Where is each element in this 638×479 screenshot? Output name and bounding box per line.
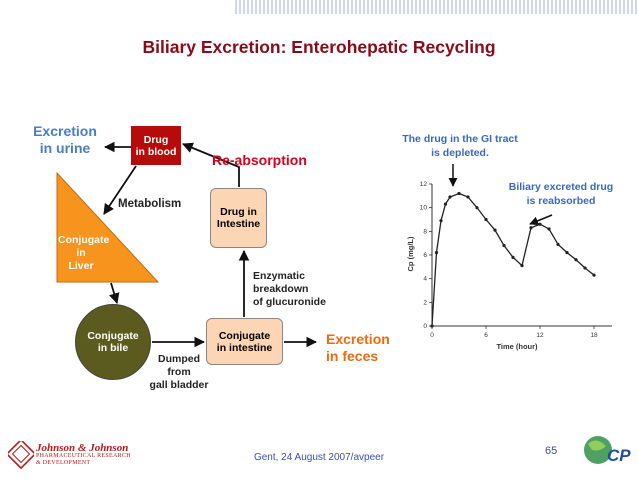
y-tick-label: 2: [423, 299, 427, 306]
series-line: [431, 192, 595, 327]
y-tick-label: 0: [423, 323, 427, 330]
data-point: [556, 242, 560, 246]
arrow-reabsorbed: [529, 214, 553, 226]
data-point: [493, 228, 497, 232]
footer-text: Gent, 24 August 2007/avpeer: [253, 452, 385, 463]
excretion-urine-label: Excretion in urine: [33, 123, 97, 156]
x-tick-label: 0: [430, 332, 434, 339]
conjugate-in-liver-label: Conjugate in Liver: [58, 234, 110, 272]
y-tick-label: 4: [423, 276, 427, 283]
page-number: 65: [545, 445, 558, 457]
y-tick-label: 8: [423, 228, 427, 235]
data-point: [547, 227, 551, 231]
dumped-from-gallbladder-label: Dumped from gall bladder: [149, 353, 209, 391]
data-point: [538, 222, 542, 226]
data-point: [457, 191, 461, 196]
concentration-chart: 0 2 4 6 8 10 12 0 6 12 18 Cp (mg/L) Time (hour): [406, 181, 612, 351]
excretion-feces-label: Excretion in feces: [326, 331, 390, 364]
chart-axes: [431, 184, 612, 327]
re-absorption-label: Re-absorption: [212, 152, 307, 168]
enzymatic-breakdown-label: Enzymatic breakdown of glucuronide: [253, 270, 326, 308]
chart-x-axis-label: Time (hour): [496, 342, 538, 351]
data-point: [443, 202, 448, 206]
y-tick-label: 10: [420, 205, 428, 212]
data-point: [565, 251, 569, 255]
data-point: [511, 255, 515, 259]
gi-depleted-annotation: The drug in the GI tract is depleted.: [402, 133, 518, 159]
data-point: [574, 258, 578, 262]
data-point: [529, 226, 533, 230]
data-point: [439, 219, 443, 223]
svg-text:CP: CP: [607, 446, 631, 465]
x-tick-label: 6: [484, 332, 488, 339]
arrow-blood-to-liver: [103, 165, 137, 215]
metabolism-label: Metabolism: [118, 198, 182, 210]
data-point: [434, 251, 439, 255]
chart-series: [430, 191, 596, 328]
data-point: [502, 243, 506, 248]
chart-y-axis-label: Cp (mg/L): [406, 236, 415, 271]
data-point: [448, 195, 452, 199]
data-point: [466, 195, 470, 199]
data-point: [430, 324, 434, 328]
jnj-wordmark: Johnson & Johnson PHARMACEUTICAL RESEARC…: [36, 442, 131, 467]
liver-triangle: [56, 171, 160, 283]
arrow-reabsorption: [182, 142, 240, 187]
x-tick-label: 12: [536, 332, 544, 339]
top-decorative-bar: [235, 0, 638, 14]
chart-ticks: 0 2 4 6 8 10 12 0 6 12 18: [420, 181, 598, 339]
data-point: [583, 266, 587, 270]
y-tick-label: 6: [423, 252, 427, 259]
arrow-liver-to-bile: [109, 282, 120, 305]
jnj-seal-logo: [8, 441, 34, 469]
data-point: [520, 264, 524, 268]
slide-title: Biliary Excretion: Enterohepatic Recycli…: [142, 37, 496, 57]
x-tick-label: 18: [590, 332, 598, 339]
data-point: [484, 217, 488, 222]
data-point: [592, 273, 596, 277]
data-point: [475, 206, 479, 210]
cp-logo: CP: [584, 436, 631, 465]
biliary-reabsorbed-annotation: Biliary excreted drug is reabsorbed: [508, 181, 614, 207]
y-tick-label: 12: [420, 181, 428, 188]
